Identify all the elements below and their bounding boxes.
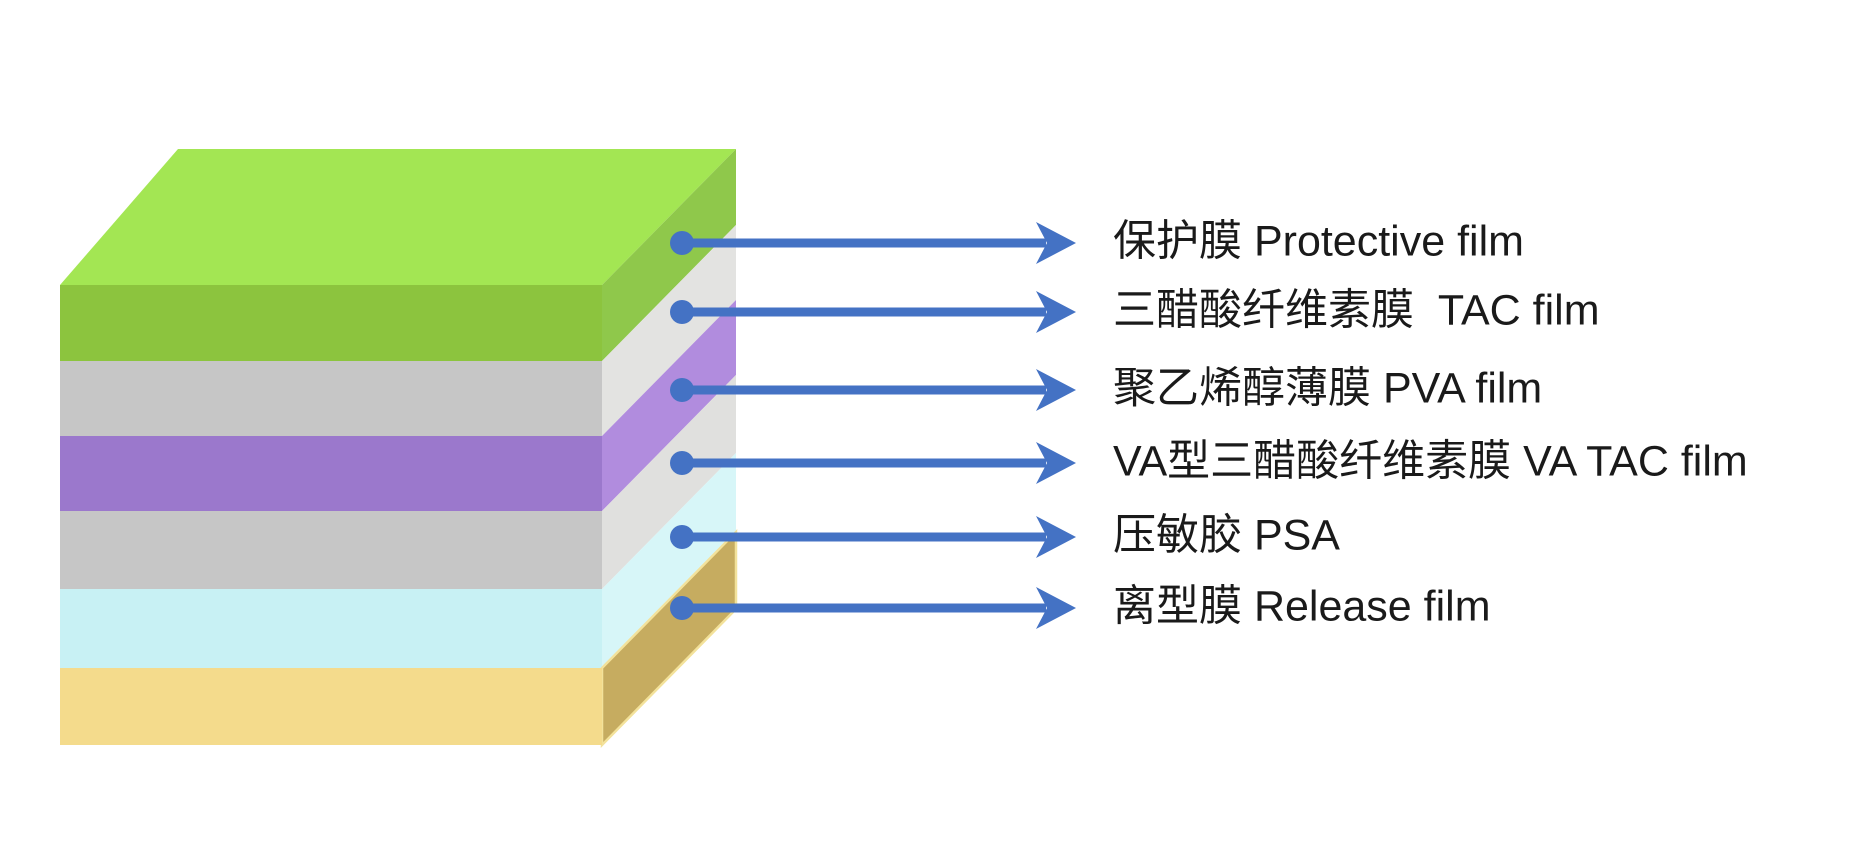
layer-side-face — [602, 453, 736, 668]
layer-label-pva-film: 聚乙烯醇薄膜 PVA film — [1113, 364, 1543, 413]
layer-release-film — [60, 528, 738, 749]
layer-side-face — [602, 149, 736, 361]
layer-label-va-tac-film: VA型三醋酸纤维素膜 VA TAC film — [1113, 437, 1748, 486]
callout-arrow-pva-film — [670, 369, 1076, 411]
layer-side-face — [602, 375, 736, 589]
layer-front-face — [60, 668, 602, 745]
arrow-head-icon — [1036, 222, 1076, 264]
callout-arrow-psa — [670, 516, 1076, 558]
arrow-head-icon — [1036, 587, 1076, 629]
callout-arrow-va-tac-film — [670, 442, 1076, 484]
layer-va-tac-film — [60, 375, 736, 589]
layer-label-release-film: 离型膜 Release film — [1113, 582, 1491, 631]
layer-front-face — [60, 589, 602, 668]
layer-tac-film — [60, 225, 736, 436]
arrow-head-icon — [1036, 369, 1076, 411]
layer-side-face — [602, 225, 736, 436]
layer-front-face — [60, 511, 602, 589]
layer-front-face — [60, 361, 602, 436]
stack-top-face — [60, 149, 736, 285]
layer-protective-film — [60, 149, 736, 361]
layer-front-face — [60, 436, 602, 511]
callout-arrow-tac-film — [670, 291, 1076, 333]
arrow-head-icon — [1036, 442, 1076, 484]
callout-arrow-protective-film — [670, 222, 1076, 264]
layer-pva-film — [60, 300, 736, 511]
layer-label-protective-film: 保护膜 Protective film — [1113, 217, 1524, 266]
layer-front-face — [60, 285, 602, 361]
arrow-head-icon — [1036, 516, 1076, 558]
layer-psa — [60, 453, 736, 668]
layer-label-psa: 压敏胶 PSA — [1113, 511, 1340, 560]
callout-arrow-release-film — [670, 587, 1076, 629]
arrow-head-icon — [1036, 291, 1076, 333]
layer-label-tac-film: 三醋酸纤维素膜 TAC film — [1113, 286, 1600, 335]
layer-side-face — [602, 300, 736, 511]
